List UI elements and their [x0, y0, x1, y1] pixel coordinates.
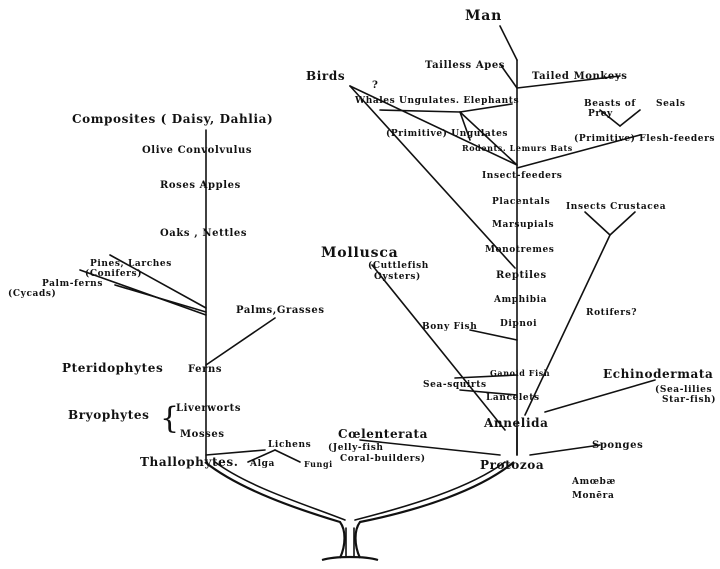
plant-branches	[79, 129, 301, 463]
label-tailless-apes: Tailless Apes	[425, 60, 505, 71]
label-insects-crustacea: Insects Crustacea	[566, 202, 666, 212]
label-coral-builders: Coral-builders)	[340, 453, 426, 464]
label-thallophytes: Thallophytes.	[140, 455, 239, 469]
label-protozoa: Protozoa	[480, 458, 544, 472]
label-tailed-monkeys: Tailed Monkeys	[532, 71, 628, 82]
label-roses-apples: Roses Apples	[160, 180, 241, 191]
label-birds: Birds	[306, 69, 345, 83]
bryophytes-brace: {	[160, 401, 179, 436]
label-marsupials: Marsupials	[492, 220, 554, 230]
label-jellyfish: (Jelly-fish	[328, 442, 384, 453]
label-prey: Prey	[588, 109, 613, 119]
label-coelenterata: Cœlenterata	[338, 427, 428, 441]
label-sponges: Sponges	[592, 440, 643, 451]
label-rotifers: Rotifers?	[586, 308, 637, 318]
label-monotremes: Monotremes	[485, 245, 554, 255]
label-palms-grasses: Palms,Grasses	[236, 305, 325, 316]
label-mosses: Mosses	[180, 429, 225, 440]
label-question-mark: ?	[372, 80, 378, 91]
label-dipnoi: Dipnoi	[500, 319, 537, 329]
label-alga: Alga	[249, 459, 275, 469]
label-ferns: Ferns	[188, 364, 222, 375]
label-placentals: Placentals	[492, 197, 550, 207]
label-liverworts: Liverworts	[176, 403, 241, 414]
label-bryophytes: Bryophytes	[68, 408, 149, 422]
label-reptiles: Reptiles	[496, 270, 547, 281]
label-sea-squirts: Sea-squirts	[423, 380, 487, 390]
label-insect-feeders: Insect-feeders	[482, 171, 562, 181]
label-sea-lilies: (Sea-lilies	[655, 384, 712, 395]
label-cuttlefish: (Cuttlefish	[368, 260, 429, 271]
label-fungi: Fungi	[304, 459, 333, 469]
label-primitive-flesh-feeders: (Primitive) Flesh-feeders	[574, 133, 715, 144]
label-olive-convolvulus: Olive Convolvulus	[142, 145, 252, 156]
label-seals: Seals	[656, 99, 686, 109]
tree-trunk	[204, 461, 515, 562]
label-pines-larches: Pines, Larches	[90, 259, 172, 269]
label-annelida: Annelida	[483, 416, 548, 430]
label-primitive-ungulates: (Primitive) Ungulates	[386, 128, 508, 139]
label-palm-ferns: Palm-ferns	[42, 279, 103, 289]
label-lancelets: Lancelets	[486, 393, 540, 403]
label-monera: Monēra	[572, 491, 614, 501]
label-beasts-of: Beasts of	[584, 99, 636, 109]
label-cycads: (Cycads)	[8, 288, 56, 299]
label-amphibia: Amphibia	[493, 295, 547, 305]
label-whales-ungulates-elephants: Whales Ungulates. Elephants	[354, 96, 519, 106]
label-bony-fish: Bony Fish	[422, 322, 477, 332]
label-man: Man	[465, 8, 502, 24]
label-echinodermata: Echinodermata	[603, 367, 713, 381]
label-mollusca: Mollusca	[321, 245, 399, 261]
label-rodents-lemurs-bats: Rodents. Lemurs Bats	[462, 143, 573, 153]
label-oysters: Oysters)	[374, 271, 421, 282]
label-star-fish: Star-fish)	[662, 394, 716, 405]
label-ganoid-fish: Ganoid Fish	[490, 368, 550, 378]
animal-branches	[349, 25, 656, 456]
label-pteridophytes: Pteridophytes	[62, 361, 163, 375]
label-oaks-nettles: Oaks , Nettles	[160, 228, 247, 239]
label-lichens: Lichens	[268, 440, 311, 450]
label-composites: Composites ( Daisy, Dahlia)	[72, 112, 273, 126]
label-conifers: (Conifers)	[85, 268, 142, 279]
label-amoebae: Amœbæ	[571, 477, 616, 487]
